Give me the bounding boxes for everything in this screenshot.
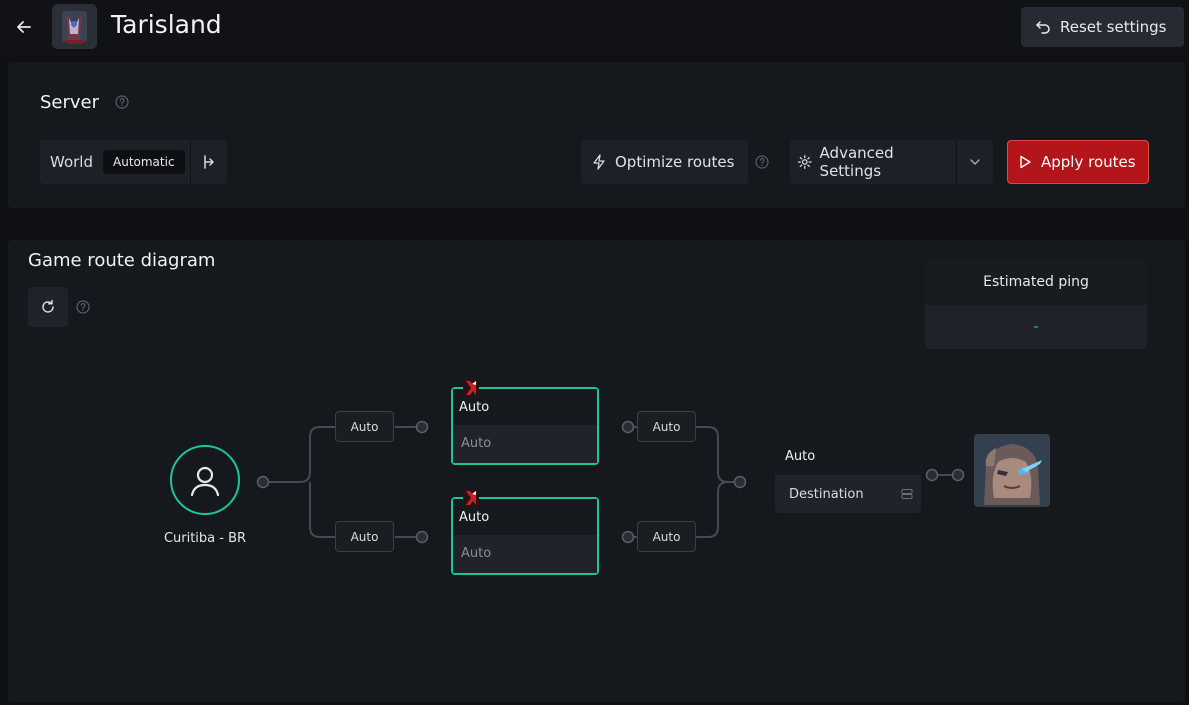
diagram-title: Game route diagram	[28, 250, 216, 271]
advanced-settings-button[interactable]: Advanced Settings	[790, 140, 956, 184]
gear-icon	[797, 155, 812, 169]
estimated-ping-card: Estimated ping -	[925, 259, 1147, 349]
reset-settings-label: Reset settings	[1060, 18, 1167, 36]
relay-node-value: Auto	[453, 535, 597, 573]
chevron-down-icon	[970, 159, 980, 165]
origin-location-label: Curitiba - BR	[163, 531, 247, 546]
optimize-routes-label: Optimize routes	[615, 153, 735, 171]
advanced-settings-control: Advanced Settings	[790, 140, 993, 184]
world-route-button[interactable]	[191, 140, 227, 184]
relay-node[interactable]: Auto Auto	[451, 379, 599, 465]
destination-label: Destination	[789, 486, 864, 502]
divider	[956, 140, 957, 184]
destination-title: Auto	[775, 437, 921, 475]
estimated-ping-value: -	[925, 305, 1147, 349]
route-split-icon	[204, 155, 214, 169]
refresh-button[interactable]	[28, 287, 68, 327]
world-label: World	[50, 153, 93, 171]
lightning-icon	[593, 154, 605, 170]
estimated-ping-label: Estimated ping	[925, 259, 1147, 305]
route-diagram-panel: Game route diagram Estimated ping -	[8, 240, 1185, 702]
user-icon	[190, 466, 220, 497]
advanced-settings-dropdown[interactable]	[957, 140, 993, 184]
game-thumbnail	[52, 4, 97, 49]
divider	[190, 140, 191, 184]
route-wires	[256, 420, 965, 544]
destination-node[interactable]: Auto Destination	[775, 437, 921, 513]
undo-icon	[1036, 21, 1050, 34]
question-circle-icon[interactable]	[76, 300, 90, 314]
route-hop-pill[interactable]: Auto	[335, 411, 394, 442]
server-title: Server	[40, 92, 100, 113]
relay-brand-icon	[463, 379, 479, 397]
route-hop-pill[interactable]: Auto	[637, 521, 696, 552]
relay-node-value: Auto	[453, 425, 597, 463]
reset-settings-button[interactable]: Reset settings	[1021, 7, 1184, 47]
world-mode-badge: Automatic	[103, 150, 185, 174]
apply-routes-label: Apply routes	[1041, 153, 1136, 171]
route-hop-pill[interactable]: Auto	[637, 411, 696, 442]
advanced-settings-label: Advanced Settings	[819, 144, 894, 180]
apply-routes-button[interactable]: Apply routes	[1007, 140, 1149, 184]
arrow-left-icon	[17, 21, 31, 33]
world-select[interactable]: World Automatic	[40, 140, 227, 184]
route-hop-pill[interactable]: Auto	[335, 521, 394, 552]
top-bar: Tarisland Reset settings	[0, 0, 1189, 56]
destination-row: Destination	[775, 475, 921, 513]
relay-brand-icon	[463, 489, 479, 507]
server-panel: Server World Automatic Optimize routes	[8, 62, 1185, 208]
origin-user-node	[170, 445, 240, 515]
question-circle-icon[interactable]	[755, 155, 769, 169]
play-icon	[1020, 155, 1031, 169]
game-server-avatar	[974, 434, 1050, 507]
page-title: Tarisland	[111, 10, 222, 39]
relay-node[interactable]: Auto Auto	[451, 489, 599, 575]
server-icon	[901, 489, 913, 499]
optimize-routes-button[interactable]: Optimize routes	[581, 140, 748, 184]
question-circle-icon[interactable]	[115, 95, 129, 109]
back-button[interactable]	[12, 15, 36, 39]
refresh-icon	[42, 299, 54, 313]
